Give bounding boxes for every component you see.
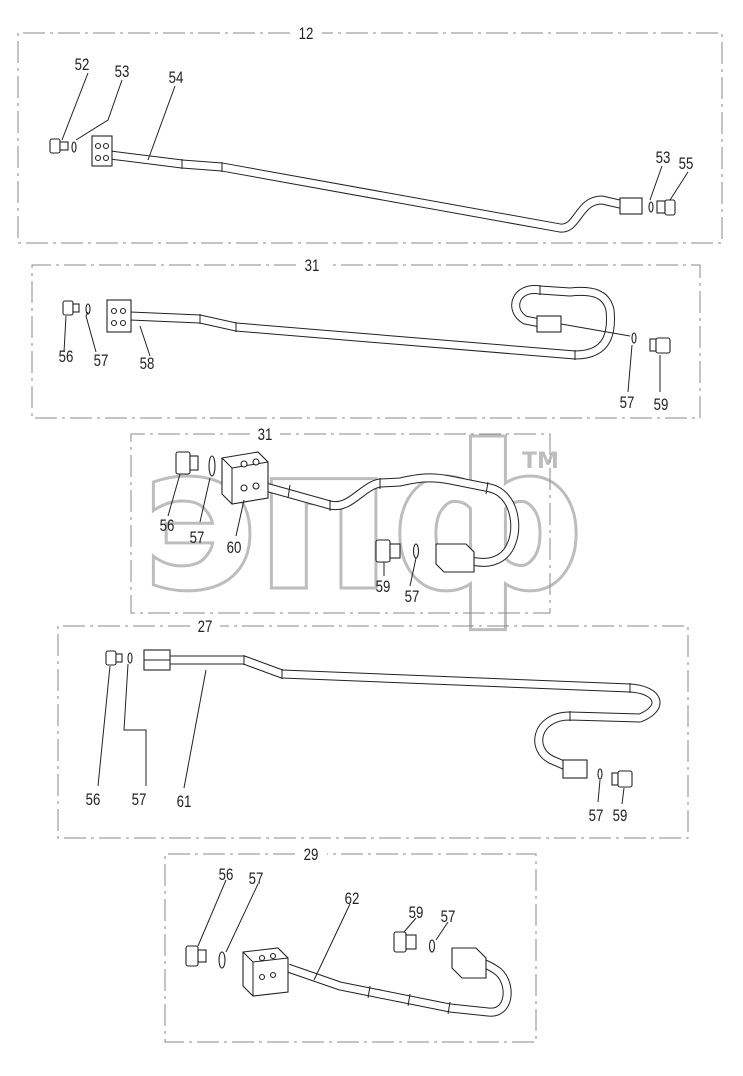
washer-57 <box>127 652 133 664</box>
assembly-31-upper: 31 56 57 58 57 59 <box>31 257 701 419</box>
callout-55: 55 <box>679 155 694 174</box>
callout-56: 56 <box>219 866 234 885</box>
washer-57-right <box>412 543 420 559</box>
assembly-frame <box>164 853 537 1043</box>
callout-57-right: 57 <box>405 588 420 607</box>
fitting-59 <box>611 770 633 788</box>
washer-53-right <box>648 201 654 213</box>
callout-59: 59 <box>409 904 424 923</box>
assembly-29: 29 56 57 62 59 <box>164 846 537 1043</box>
callout-57-right: 57 <box>589 807 604 826</box>
callout-57: 57 <box>94 352 109 371</box>
group-number: 29 <box>304 846 319 865</box>
callout-62: 62 <box>345 890 360 909</box>
callout-59: 59 <box>376 578 391 597</box>
tube-nut <box>619 197 643 215</box>
fitting-56 <box>105 650 123 666</box>
assembly-12: 12 52 53 54 53 <box>17 25 723 244</box>
callout-54: 54 <box>169 69 184 88</box>
washer-53 <box>71 141 77 153</box>
washer-57 <box>218 951 226 969</box>
washer-57 <box>208 455 216 477</box>
callout-59: 59 <box>654 396 669 415</box>
callout-58: 58 <box>140 355 155 374</box>
fitting-55 <box>656 199 676 216</box>
assembly-frame <box>57 625 689 839</box>
washer-57-right <box>631 332 637 344</box>
washer-57 <box>85 303 91 315</box>
tube-nut <box>536 315 562 333</box>
banjo-fitting <box>242 947 289 997</box>
assembly-frame <box>31 264 701 419</box>
callout-57: 57 <box>190 529 205 548</box>
banjo-bolt-56 <box>175 451 199 475</box>
tube-nut <box>143 649 171 671</box>
assembly-27: 27 56 57 61 57 59 <box>57 618 689 839</box>
group-number: 31 <box>258 426 273 445</box>
callout-53: 53 <box>115 63 130 82</box>
washer-57-right <box>428 939 436 953</box>
fitting-59 <box>375 539 401 563</box>
callout-56: 56 <box>160 517 175 536</box>
callout-57-right: 57 <box>441 908 456 927</box>
banjo-fitting <box>91 135 113 167</box>
fitting-59 <box>649 337 671 354</box>
assembly-frame <box>130 433 551 614</box>
callout-57: 57 <box>249 870 264 889</box>
washer-57-right <box>597 768 603 780</box>
callout-59: 59 <box>613 807 628 826</box>
tube-nut <box>451 947 487 979</box>
tube-nut-right <box>562 759 588 779</box>
banjo-fitting <box>221 451 269 505</box>
watermark-trademark: TM <box>522 449 559 474</box>
assembly-frame <box>17 32 723 244</box>
banjo-fitting <box>106 299 132 333</box>
callout-61: 61 <box>177 793 192 812</box>
banjo-bolt-56 <box>62 300 80 316</box>
callout-53-right: 53 <box>656 149 671 168</box>
callout-60: 60 <box>227 539 242 558</box>
group-number: 27 <box>198 618 213 637</box>
banjo-bolt-52 <box>49 138 69 154</box>
callout-52: 52 <box>75 56 90 75</box>
callout-57-right: 57 <box>620 394 635 413</box>
callout-56: 56 <box>59 348 74 367</box>
group-number: 12 <box>299 25 314 44</box>
group-number: 31 <box>305 257 320 276</box>
callout-57: 57 <box>132 791 147 810</box>
tube-nut <box>435 543 475 573</box>
callout-56: 56 <box>86 791 101 810</box>
fitting-59 <box>393 931 417 953</box>
assembly-31-detail: 31 56 57 60 <box>130 426 551 614</box>
banjo-bolt-56 <box>185 945 207 967</box>
